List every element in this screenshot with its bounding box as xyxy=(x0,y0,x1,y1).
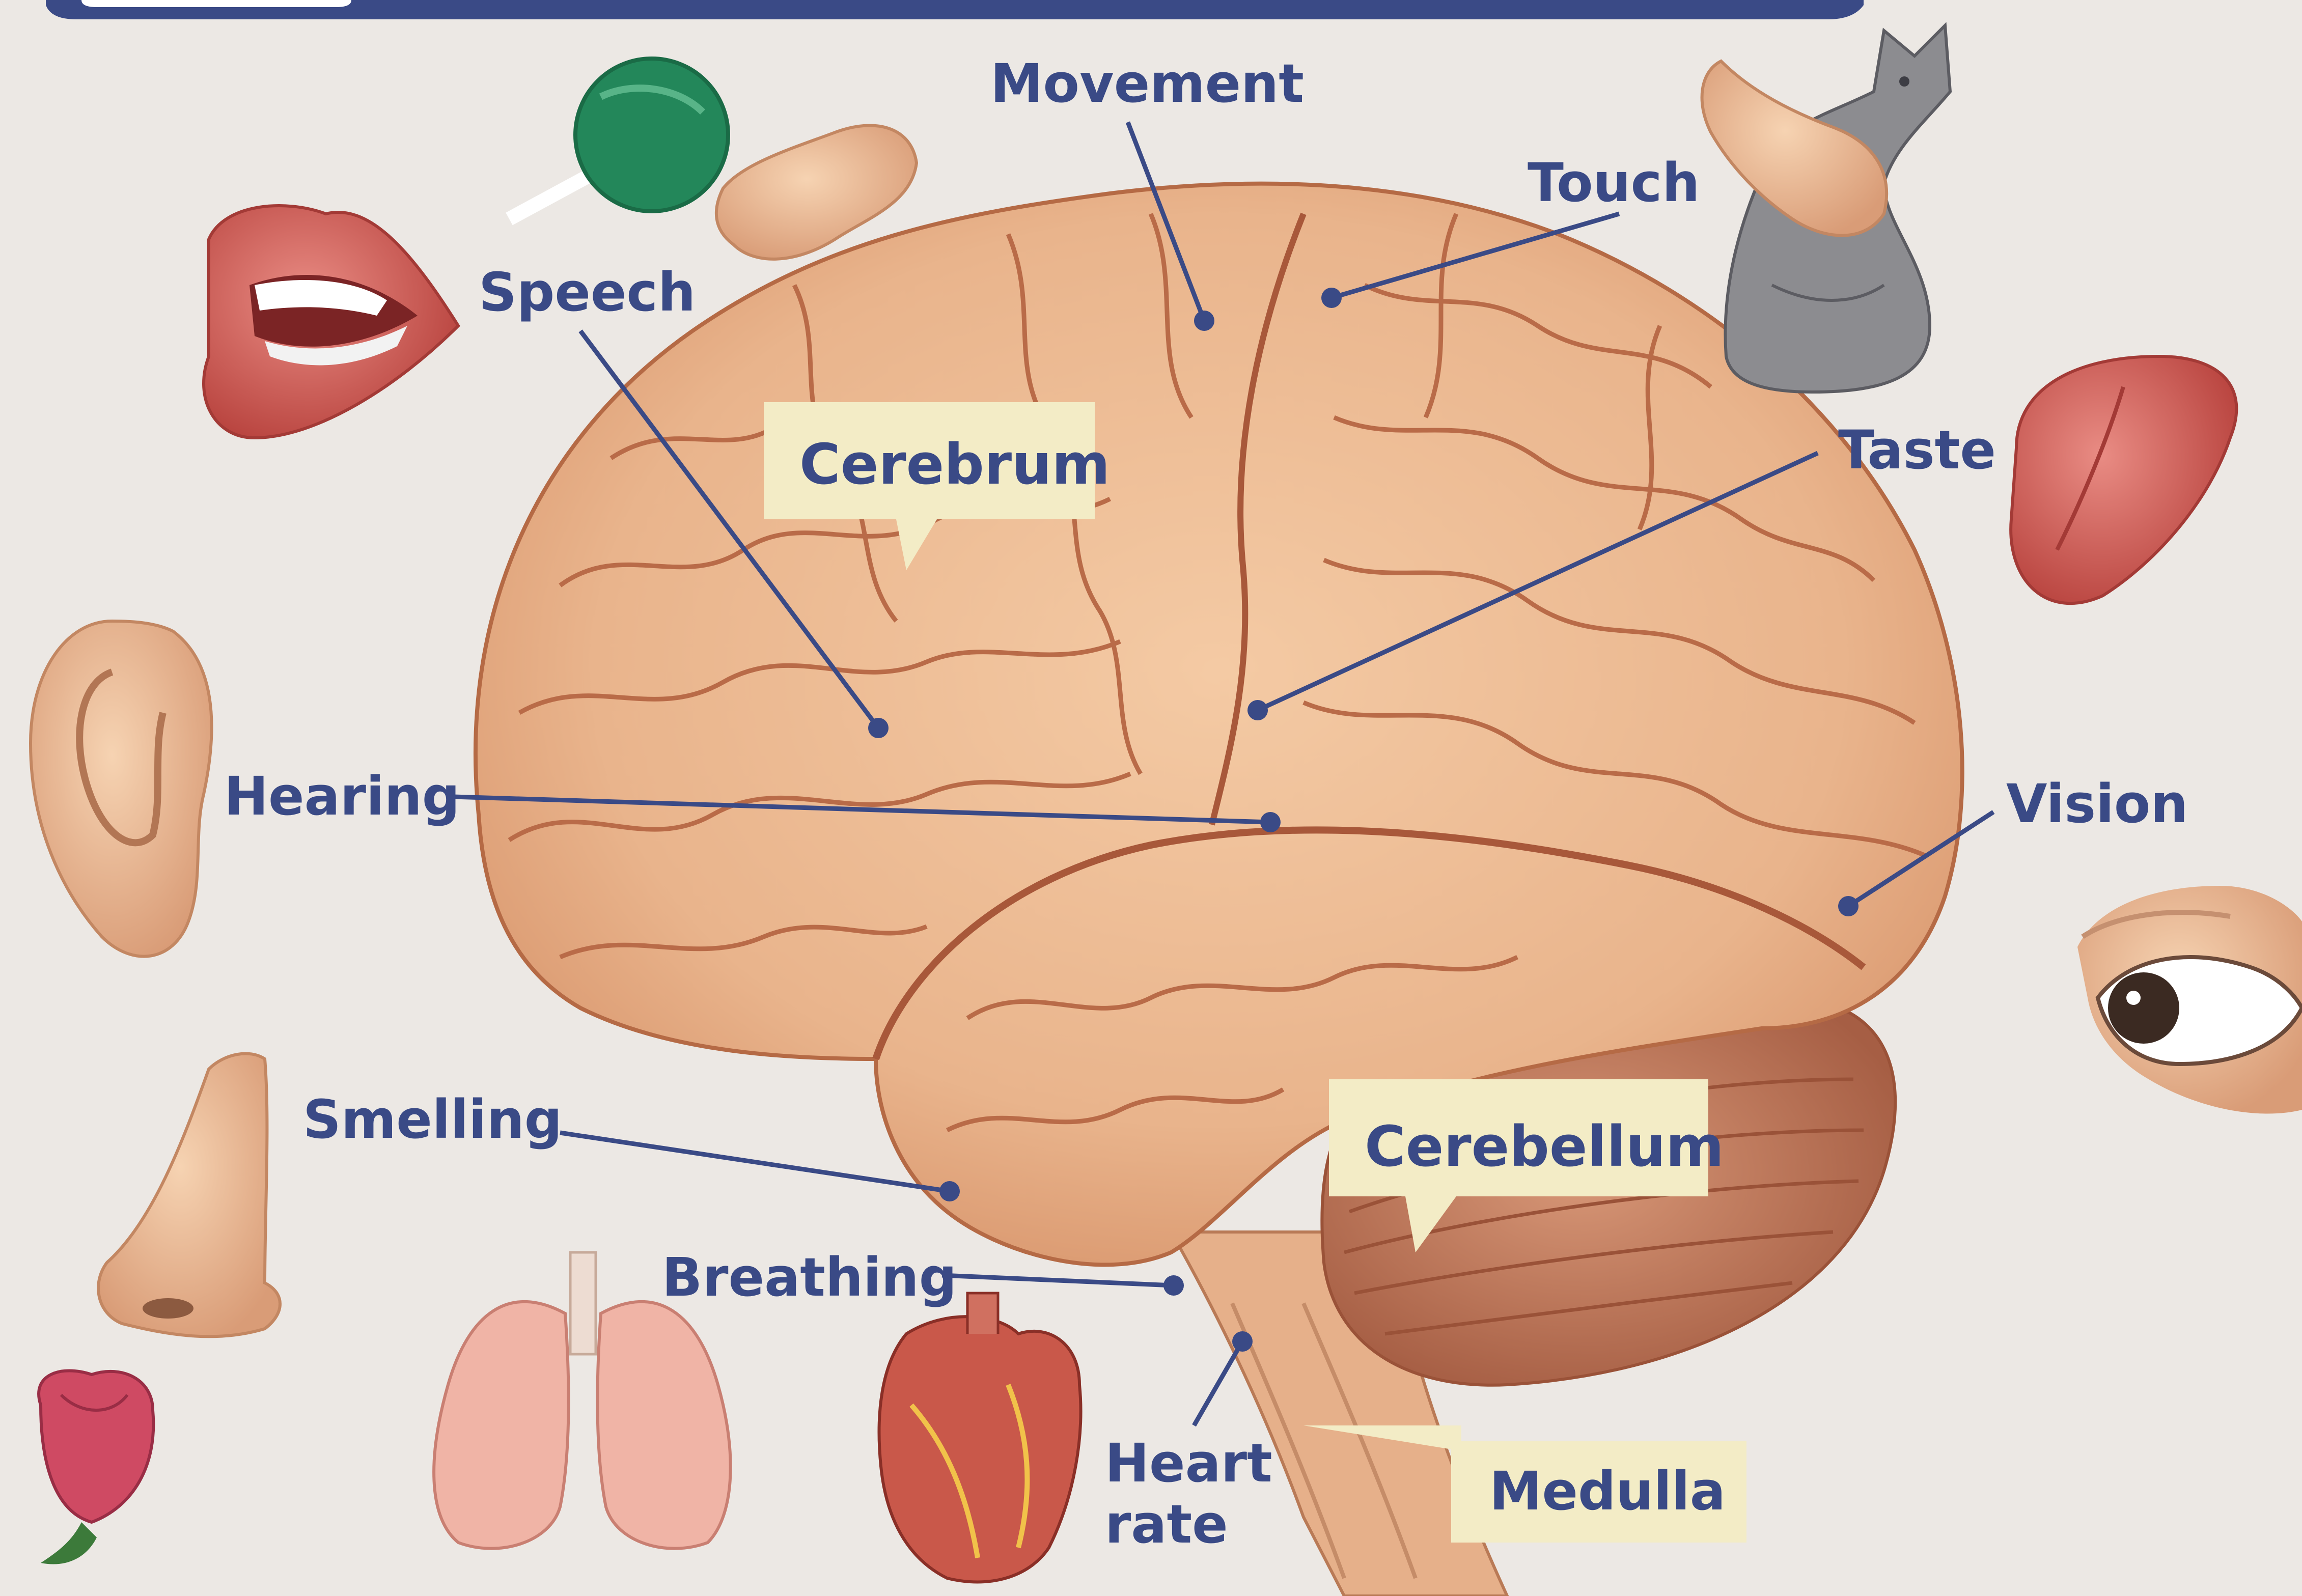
label-cerebrum: Cerebrum xyxy=(799,432,1110,497)
label-speech: Speech xyxy=(479,261,696,323)
label-medulla: Medulla xyxy=(1489,1460,1726,1522)
label-heart-rate-line2: rate xyxy=(1105,1493,1228,1555)
label-breathing: Breathing xyxy=(662,1246,957,1308)
label-taste: Taste xyxy=(1838,419,1996,481)
heart-icon xyxy=(879,1293,1081,1582)
label-cerebellum: Cerebellum xyxy=(1365,1114,1724,1179)
label-smelling: Smelling xyxy=(303,1088,562,1151)
label-touch: Touch xyxy=(1528,152,1700,214)
label-hearing: Hearing xyxy=(224,765,460,827)
label-vision: Vision xyxy=(2006,773,2188,835)
header-tab xyxy=(81,0,351,7)
label-heart-rate-line1: Heart xyxy=(1105,1432,1272,1494)
label-movement: Movement xyxy=(990,52,1304,115)
